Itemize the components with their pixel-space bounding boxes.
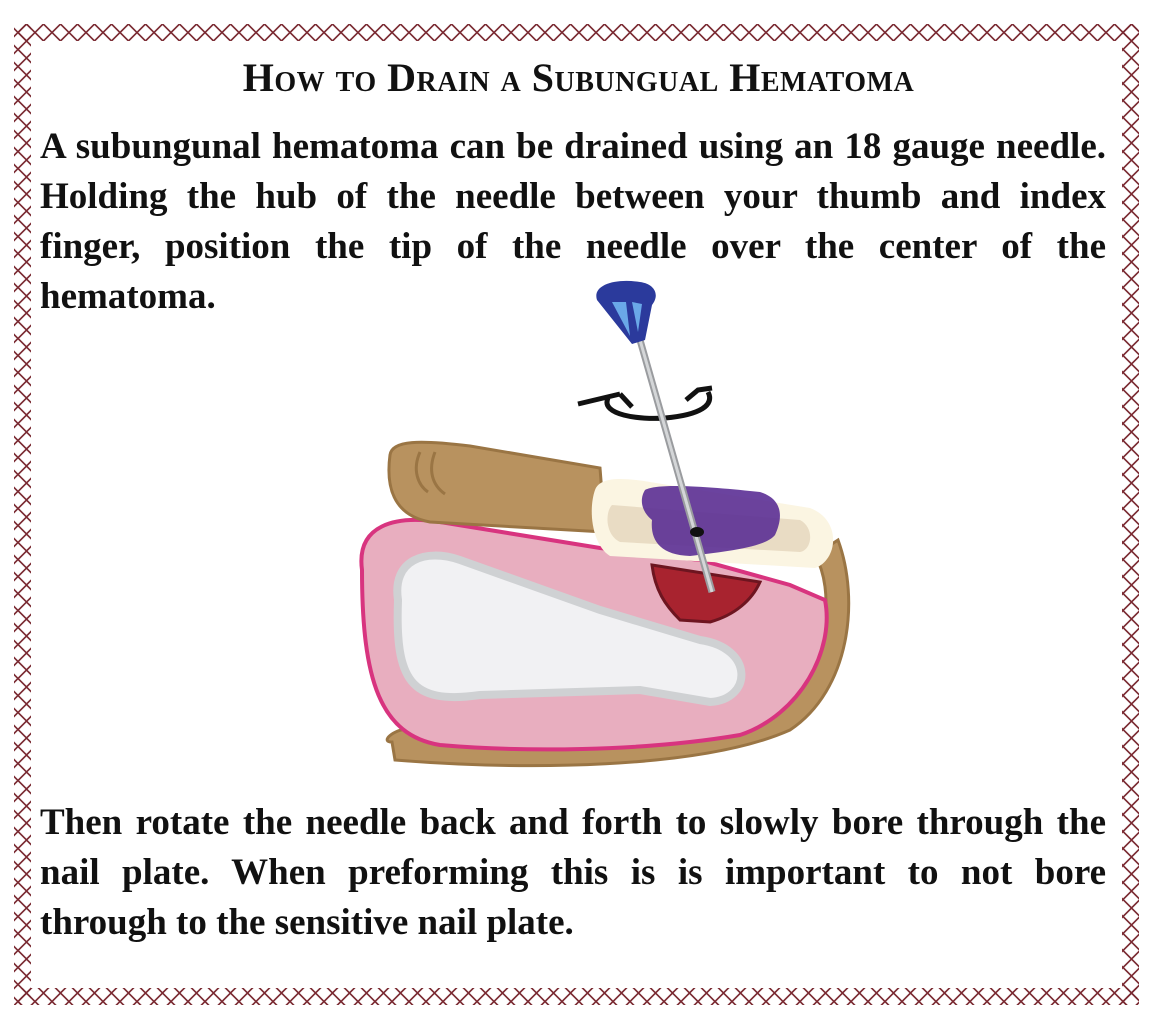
needle	[596, 280, 716, 593]
page-title: How to Drain a Subungual Hematoma	[242, 55, 915, 100]
instruction-paragraph-2: Then rotate the needle back and forth to…	[40, 802, 1106, 943]
hematoma-blood	[650, 563, 763, 624]
subungual-hematoma-bruise	[641, 486, 780, 556]
skin-crease	[414, 451, 446, 496]
rotation-arrow-icon	[577, 385, 713, 421]
distal-phalanx-bone	[393, 551, 746, 707]
instruction-paragraph-1: A subungunal hematoma can be drained usi…	[40, 126, 1106, 317]
